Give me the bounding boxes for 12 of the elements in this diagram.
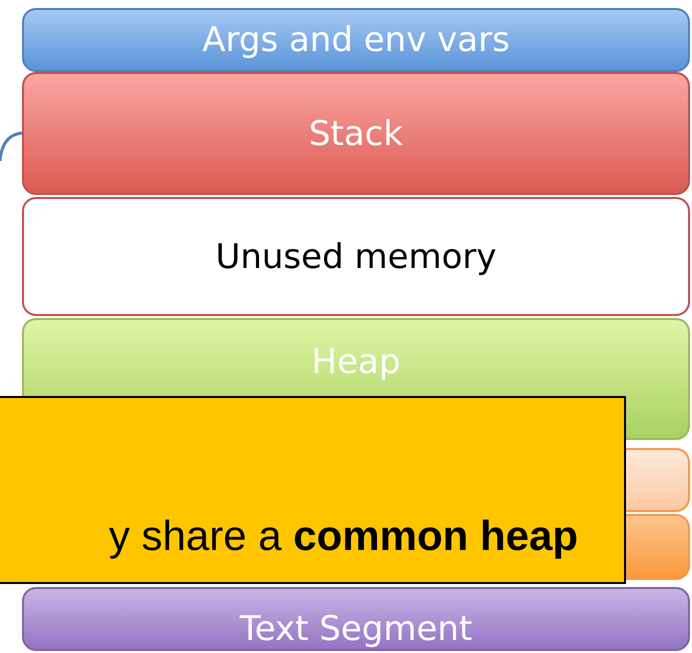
segment-label: Unused memory bbox=[215, 236, 497, 276]
connector-line bbox=[0, 132, 22, 162]
memory-segment bbox=[22, 587, 690, 651]
segment-label: Stack bbox=[308, 114, 404, 154]
memory-segment bbox=[22, 197, 690, 316]
segment-label: Args and env vars bbox=[202, 20, 510, 60]
segment-label: Text Segment bbox=[240, 609, 472, 649]
segment-label: Heap bbox=[312, 342, 400, 382]
memory-segment bbox=[22, 8, 690, 72]
callout-text: y share a common heap bbox=[108, 512, 578, 560]
callout-tooltip bbox=[0, 396, 626, 584]
memory-segment bbox=[22, 72, 690, 195]
